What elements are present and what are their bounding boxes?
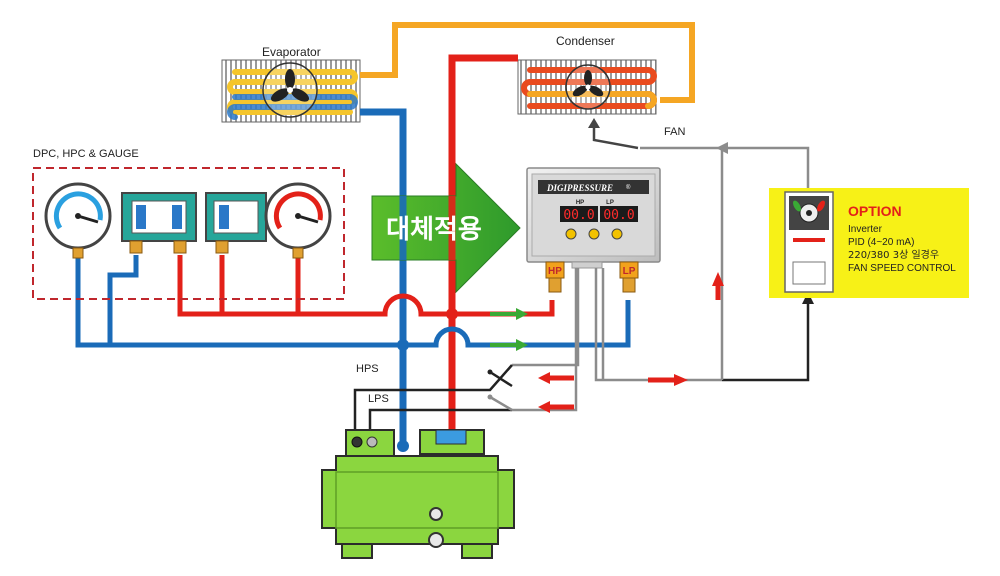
flow-arrow-icon [490,308,528,351]
lps-label: LPS [368,393,389,405]
device-button-left[interactable] [565,228,577,240]
hps-lps-wires [353,364,513,440]
fan-switch-icon [592,125,639,150]
condenser [517,59,657,115]
port-hp-label: HP [548,266,562,277]
fan-blades-icon [270,69,310,102]
compressor [321,429,515,559]
fan-label: FAN [664,126,685,138]
low-pressure-line [360,108,407,442]
device-lp-title: LP [606,200,614,206]
lp-gauge-icon [44,182,112,259]
hp-display: 00.0 [563,208,594,223]
dpc-switch-icon [121,192,197,254]
lps-switch-icon [489,395,513,412]
lp-sense-line [75,255,631,348]
condenser-label: Condenser [556,34,615,48]
device-button-set[interactable] [611,228,623,240]
signal-arrow-icon [538,272,724,413]
control-wires [512,268,722,412]
inverter-icon [784,191,834,293]
option-line-4: FAN SPEED CONTROL [848,263,956,274]
option-title: OPTION [848,203,902,219]
hp-gauge-icon [264,182,332,259]
digipressure-controller: DIGIPRESSURE ® HP LP 00.0 00.0 HP LP [526,167,661,293]
evaporator-label: Evaporator [262,45,321,59]
option-line-3: 220/380 3상 일경우 [848,248,939,261]
device-brand-reg: ® [626,184,631,191]
lp-display: 00.0 [603,208,634,223]
hp-sense-line [177,255,555,317]
device-button-down[interactable] [588,228,600,240]
hps-label: HPS [356,363,379,375]
replacement-arrow-icon [371,162,521,294]
port-lp-label: LP [623,266,636,277]
evaporator [221,59,361,123]
gauge-group-label: DPC, HPC & GAUGE [33,148,139,160]
arrow-text: 대체적용 [386,215,482,245]
device-brand: DIGIPRESSURE [546,183,613,193]
hps-switch-icon [489,370,513,388]
option-line-1: Inverter [848,224,883,235]
device-hp-title: HP [576,200,584,206]
option-line-2: PID (4~20 mA) [848,237,914,248]
orange-refrigerant-line [360,22,695,103]
hpc-switch-icon [205,192,267,254]
